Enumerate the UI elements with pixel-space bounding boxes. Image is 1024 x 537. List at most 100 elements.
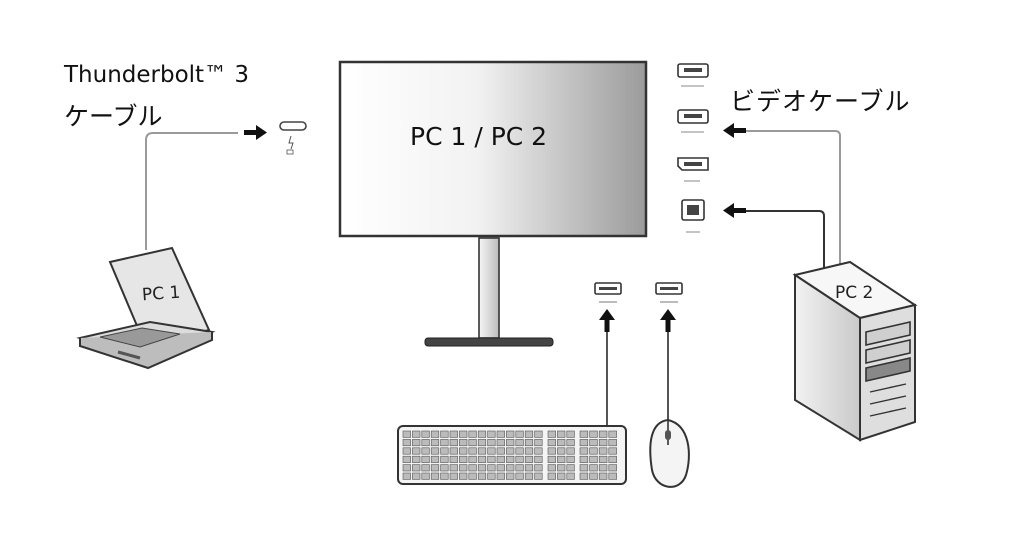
keyboard-key [430, 439, 440, 447]
keyboard-key [449, 472, 458, 480]
keyboard-key [566, 455, 575, 463]
hdmi-port-icon [677, 63, 709, 87]
keyboard-key [402, 472, 411, 480]
keyboard-key [566, 447, 575, 455]
thunderbolt-port-icon [279, 121, 307, 155]
keyboard-key [506, 464, 515, 472]
keyboard-key [598, 464, 608, 472]
keyboard-key [589, 464, 598, 472]
keyboard-key [496, 455, 505, 463]
keyboard-key [515, 464, 524, 472]
arrow-left-icon [723, 123, 746, 138]
keyboard-key [608, 455, 617, 463]
keyboard-key [468, 464, 477, 472]
keyboard-key [608, 447, 617, 455]
keyboard-key [506, 455, 515, 463]
keyboard-key [589, 439, 598, 447]
keyboard-key [412, 430, 421, 438]
arrow-up-icon [660, 309, 676, 332]
keyboard-key [598, 447, 608, 455]
keyboard-key [557, 430, 566, 438]
keyboard-key [449, 455, 458, 463]
keyboard-key [579, 472, 589, 480]
monitor-stand [478, 237, 500, 339]
keyboard-key [534, 430, 543, 438]
keyboard-key [496, 464, 505, 472]
keyboard-key [524, 472, 534, 480]
keyboard-key [468, 472, 477, 480]
cable-lines [145, 130, 841, 428]
keyboard-key [468, 447, 477, 455]
keyboard-key [524, 447, 534, 455]
usb-a-port-icon [655, 282, 683, 303]
usb-upstream-cable [745, 210, 825, 270]
keyboard-key [402, 464, 411, 472]
keyboard-key [547, 447, 556, 455]
keyboard-key [487, 464, 496, 472]
laptop-lid [108, 246, 211, 349]
keyboard-key [524, 439, 534, 447]
keyboard-key [477, 439, 487, 447]
keyboard-key [506, 439, 515, 447]
thunderbolt-cable [145, 132, 238, 250]
tower-label: PC 2 [835, 283, 874, 303]
keyboard-key [402, 430, 411, 438]
keyboard-key [459, 439, 468, 447]
keyboard-key [412, 455, 421, 463]
keyboard-key [459, 464, 468, 472]
keyboard-key [412, 439, 421, 447]
keyboard-key [449, 464, 458, 472]
keyboard-key [608, 430, 617, 438]
keyboard-key [430, 472, 440, 480]
desktop-tower-icon [792, 260, 918, 442]
keyboard-key [468, 455, 477, 463]
video-cable [745, 130, 841, 268]
keyboard-key [421, 430, 430, 438]
keyboard-key [487, 430, 496, 438]
keyboard-icon [397, 425, 627, 485]
keyboard-key [402, 447, 411, 455]
keyboard-key [496, 447, 505, 455]
keyboard-key [524, 430, 534, 438]
keyboard-key [547, 430, 556, 438]
keyboard-key [566, 439, 575, 447]
keyboard-key [547, 464, 556, 472]
keyboard-key [566, 472, 575, 480]
keyboard-key [477, 464, 487, 472]
keyboard-key [566, 430, 575, 438]
keyboard-key [557, 447, 566, 455]
keyboard-key [534, 464, 543, 472]
usb-b-port-icon [681, 199, 705, 233]
keyboard-key [506, 430, 515, 438]
keyboard-key [524, 464, 534, 472]
keyboard-key [579, 464, 589, 472]
keyboard-key [440, 464, 449, 472]
displayport-icon [677, 157, 709, 182]
keyboard-key [440, 430, 449, 438]
keyboard-key [449, 439, 458, 447]
keyboard-key [589, 430, 598, 438]
keyboard-key [579, 439, 589, 447]
monitor-icon [338, 60, 648, 347]
arrows [244, 123, 746, 332]
monitor-base [424, 337, 554, 347]
keyboard-key [547, 455, 556, 463]
keyboard-key [421, 472, 430, 480]
keyboard-key [608, 439, 617, 447]
keyboard-key [440, 439, 449, 447]
keyboard-key [496, 430, 505, 438]
thunderbolt-cable-label-line2: ケーブル [64, 102, 163, 131]
keyboard-key [421, 439, 430, 447]
keyboard-key [412, 447, 421, 455]
keyboard-key [608, 464, 617, 472]
keyboard-key [598, 455, 608, 463]
video-cable-label: ビデオケーブル [730, 87, 911, 116]
keyboard-key [598, 472, 608, 480]
keyboard-key [477, 455, 487, 463]
keyboard-key [598, 430, 608, 438]
keyboard-key [459, 447, 468, 455]
keyboard-key [421, 464, 430, 472]
keyboard-key [487, 439, 496, 447]
